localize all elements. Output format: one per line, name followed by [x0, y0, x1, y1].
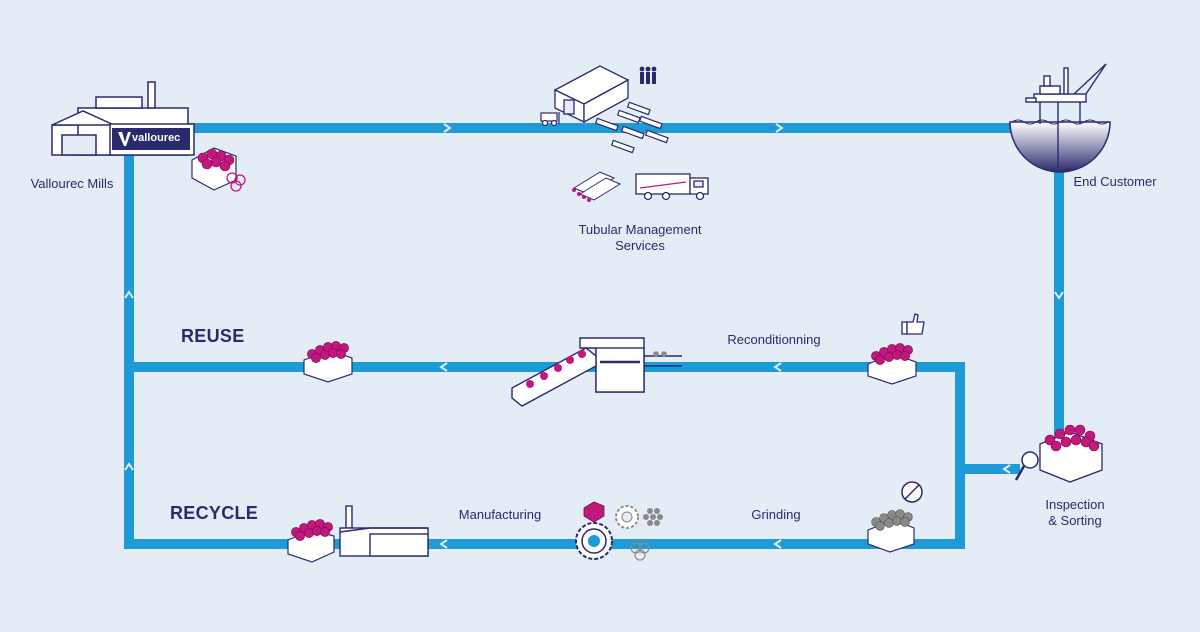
label-inspection-sorting: Inspection & Sorting	[1030, 497, 1120, 529]
flow-top	[150, 123, 1060, 133]
conveyor-tubes	[526, 350, 586, 388]
arrow-left	[1002, 464, 1011, 474]
tube-bundle-icon	[191, 147, 237, 191]
label-inspection-line2: & Sorting	[1048, 513, 1102, 528]
flow-arrows	[124, 123, 1064, 549]
magenta-pipes-icon	[572, 171, 622, 202]
reconditioning-machine-icon	[511, 337, 682, 407]
magnifier-icon	[1014, 451, 1039, 481]
people-icon	[639, 66, 657, 84]
label-grinding: Grinding	[751, 507, 801, 522]
label-recycle: RECYCLE	[170, 503, 259, 523]
flow-reuse	[124, 362, 965, 372]
flow-right	[1054, 123, 1064, 468]
arrow-left	[439, 539, 448, 549]
label-tms-line2: Services	[615, 238, 665, 253]
flow-left	[124, 123, 134, 549]
truck-icon	[635, 173, 709, 201]
label-tms-line1: Tubular Management	[578, 222, 702, 237]
label-reconditionning: Reconditionning	[727, 332, 821, 347]
reuse-tube-bundle-icon	[303, 341, 353, 383]
manufacturing-gears-icon	[575, 501, 663, 561]
label-tubular-management: Tubular Management Services	[560, 222, 720, 254]
vallourec-logo-text: vallourec	[132, 132, 181, 144]
flow-loop-right	[955, 362, 965, 549]
vallourec-logo-panel	[112, 128, 190, 150]
label-inspection-line1: Inspection	[1045, 497, 1105, 512]
flow-recycle	[124, 539, 965, 549]
arrow-left	[773, 362, 782, 372]
flow-lines	[124, 123, 1064, 549]
arrow-left	[439, 362, 448, 372]
scrap-bundle-icon	[867, 509, 915, 553]
inspection-bundle-icon	[1039, 424, 1103, 483]
arrow-left	[773, 539, 782, 549]
label-vallourec-mills: Vallourec Mills	[30, 176, 114, 191]
arrow-right	[443, 123, 452, 133]
steel-plant-icon	[339, 505, 429, 557]
pipe-racks-icon	[594, 101, 669, 154]
thumbs-up-icon	[901, 313, 925, 335]
recycling-rings-icon	[226, 172, 246, 192]
prohibited-icon	[901, 481, 923, 503]
flow-from-inspection	[955, 464, 1020, 474]
arrow-right	[775, 123, 784, 133]
label-end-customer: End Customer	[1073, 174, 1157, 189]
arrow-up	[124, 290, 134, 299]
arrow-up	[124, 462, 134, 471]
label-reuse: REUSE	[181, 326, 245, 346]
gear-rollers	[653, 351, 667, 357]
label-manufacturing: Manufacturing	[458, 507, 542, 522]
arrow-down	[1054, 291, 1064, 300]
reconditioned-bundle-icon	[867, 343, 917, 385]
forklift-icon	[540, 112, 560, 127]
warehouse-icon	[553, 65, 630, 124]
vallourec-v-icon	[118, 132, 131, 146]
recycle-bundle-icon	[287, 519, 335, 563]
offshore-platform-icon	[1009, 63, 1111, 173]
